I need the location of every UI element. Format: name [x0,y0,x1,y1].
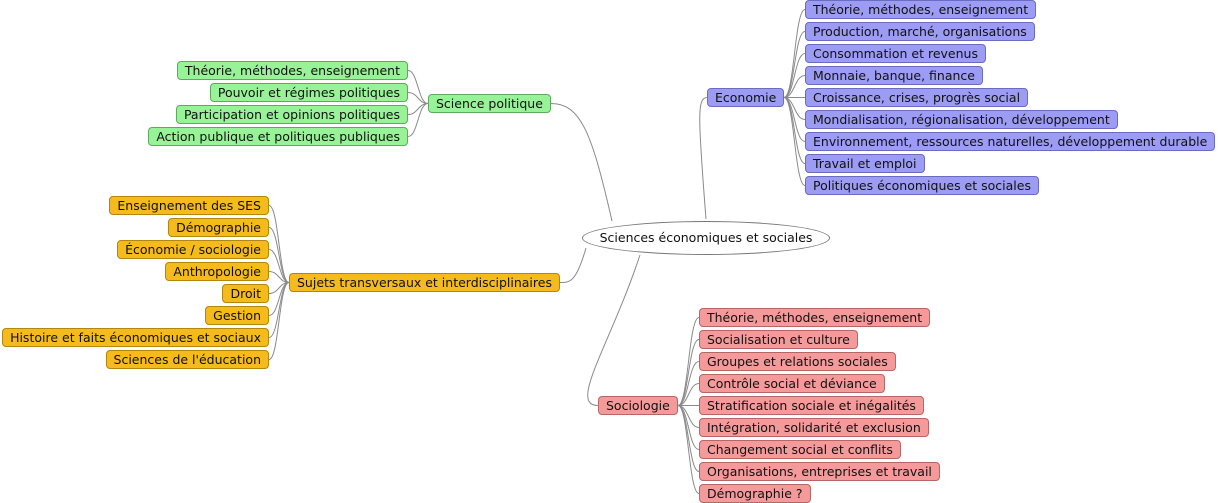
economie-item[interactable]: Mondialisation, régionalisation, dévelop… [805,110,1118,129]
branch-link [407,92,429,104]
sociologie-item[interactable]: Organisations, entreprises et travail [699,462,940,481]
sociologie-item[interactable]: Socialisation et culture [699,330,858,349]
sociologie-item[interactable]: Contrôle social et déviance [699,374,885,393]
economie-item[interactable]: Croissance, crises, progrès social [805,88,1029,107]
sociologie-item[interactable]: Intégration, solidarité et exclusion [699,418,929,437]
sujets-transversaux-item[interactable]: Anthropologie [165,262,269,281]
branch-link [677,317,700,406]
branch-link [268,282,290,338]
sujets-transversaux-item[interactable]: Sciences de l'éducation [105,350,269,369]
branch-link [783,97,806,142]
sociologie-item[interactable]: Changement social et conflits [699,440,901,459]
economie-item[interactable]: Environnement, ressources naturelles, dé… [805,132,1216,151]
economie-item[interactable]: Consommation et revenus [805,44,986,63]
sociologie-item[interactable]: Stratification sociale et inégalités [699,396,924,415]
science-politique-item[interactable]: Action publique et politiques publiques [148,127,408,146]
sujets-transversaux-item[interactable]: Histoire et faits économiques et sociaux [2,328,269,347]
branch-link [407,103,429,137]
sujets-transversaux-item[interactable]: Économie / sociologie [117,240,269,259]
sujets-transversaux-item[interactable]: Droit [222,284,269,303]
root-link [699,97,708,220]
root-link [587,254,641,406]
branch-link [268,227,290,283]
science-politique-item[interactable]: Pouvoir et régimes politiques [209,83,408,102]
branch-link [268,282,290,360]
branch-link [783,9,806,98]
root-link [550,103,613,222]
root-node[interactable]: Sciences économiques et sociales [582,221,830,255]
branch-link [268,249,290,283]
sociologie-item[interactable]: Groupes et relations sociales [699,352,896,371]
sujets-transversaux-item[interactable]: Enseignement des SES [109,196,269,215]
branch-link [677,361,700,406]
branch-link [677,405,700,494]
branch-link [783,75,806,98]
branch-link [677,405,700,450]
sociologie-item[interactable]: Théorie, méthodes, enseignement [699,308,931,327]
branch-science-politique[interactable]: Science politique [428,94,551,113]
branch-sujets-transversaux[interactable]: Sujets transversaux et interdisciplinair… [289,273,560,292]
branch-link [268,271,290,283]
economie-item[interactable]: Production, marché, organisations [805,22,1035,41]
branch-sociologie[interactable]: Sociologie [598,396,678,415]
sociologie-item[interactable]: Démographie ? [699,484,811,503]
branch-link [783,97,806,186]
branch-link [268,205,290,283]
science-politique-item[interactable]: Théorie, méthodes, enseignement [176,61,408,80]
branch-link [407,70,429,104]
root-link [559,247,587,283]
science-politique-item[interactable]: Participation et opinions politiques [175,105,408,124]
sujets-transversaux-item[interactable]: Gestion [205,306,269,325]
branch-link [783,53,806,98]
sujets-transversaux-item[interactable]: Démographie [168,218,269,237]
branch-economie[interactable]: Economie [707,88,785,107]
economie-item[interactable]: Monnaie, banque, finance [805,66,983,85]
branch-link [677,383,700,406]
economie-item[interactable]: Politiques économiques et sociales [805,176,1039,195]
economie-item[interactable]: Travail et emploi [805,154,925,173]
economie-item[interactable]: Théorie, méthodes, enseignement [805,0,1037,19]
